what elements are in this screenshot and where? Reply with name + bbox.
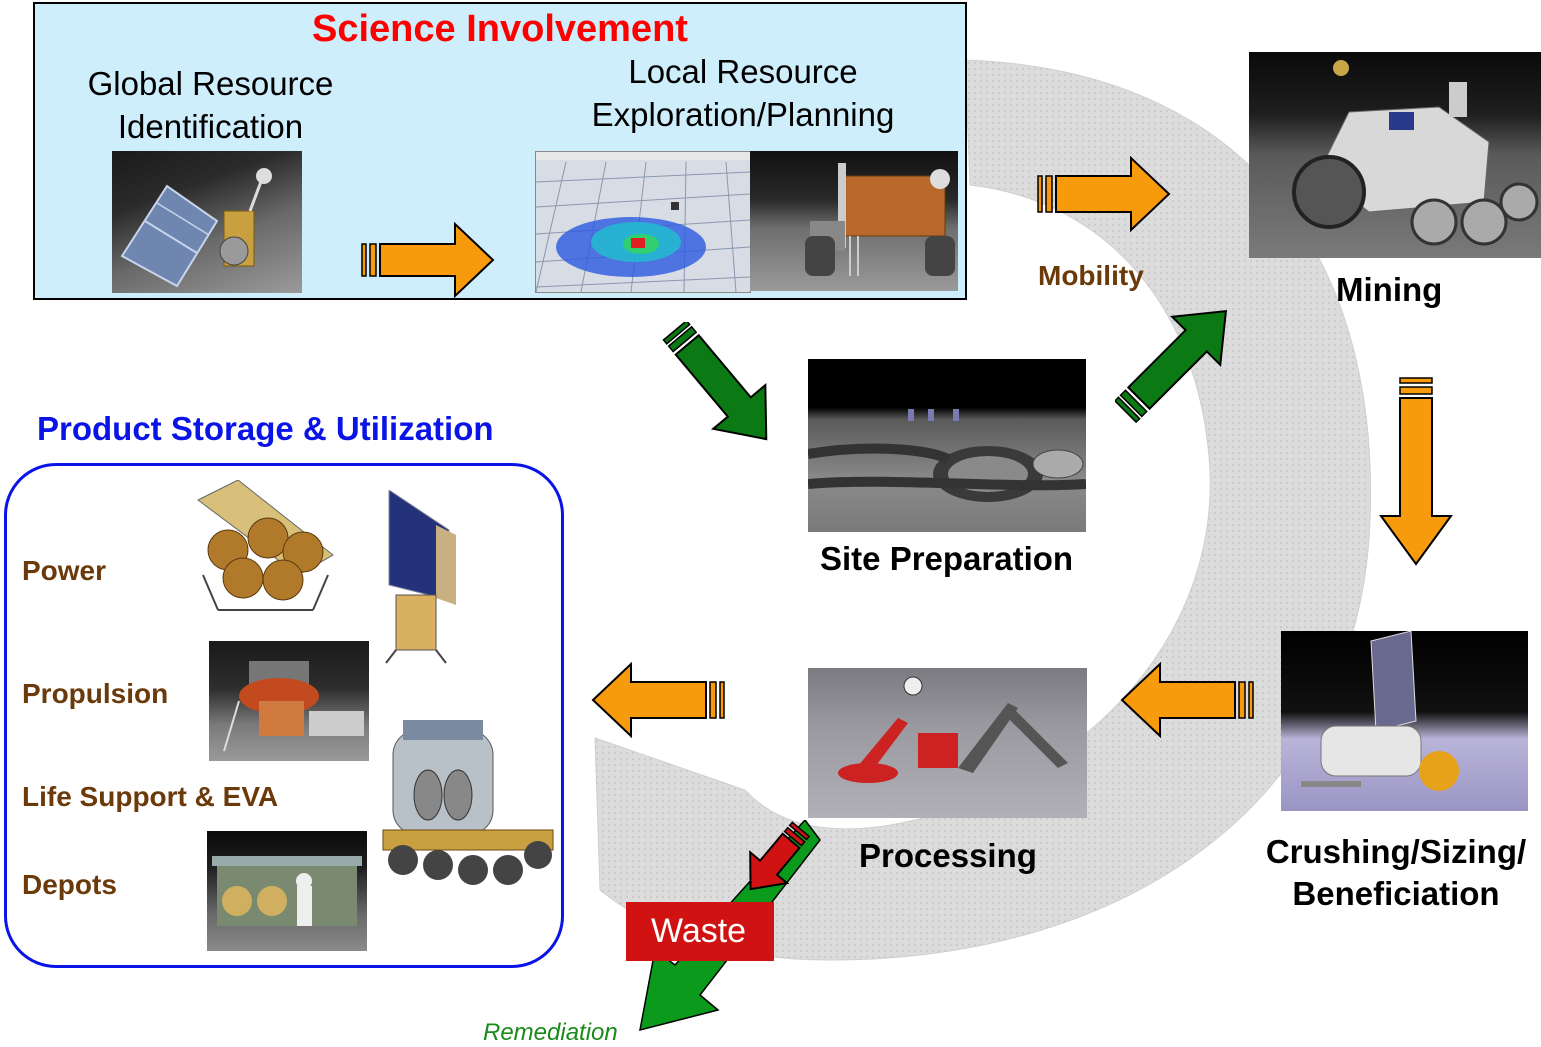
local-resource-line2: Exploration/Planning — [591, 96, 895, 133]
storage-item-life-support: Life Support & EVA — [22, 781, 279, 812]
site-preparation-label: Site Preparation — [820, 540, 1074, 577]
storage-item-depots: Depots — [22, 869, 117, 900]
resource-map-image — [535, 151, 751, 293]
mobility-orange-arrow — [1037, 156, 1171, 232]
storage-item-propulsion: Propulsion — [22, 678, 169, 709]
global-resource-line2: Identification — [117, 108, 304, 145]
storage-title: Product Storage & Utilization — [37, 410, 494, 447]
crushing-label: Crushing/Sizing/ Beneficiation — [1256, 831, 1536, 915]
processing-image — [808, 668, 1087, 818]
science-orange-arrow — [361, 222, 495, 298]
waste-red-arrow — [749, 821, 811, 891]
propulsion-image — [209, 641, 369, 761]
crushing-line2: Beneficiation — [1292, 875, 1500, 912]
orbiter-image — [112, 151, 302, 293]
site-preparation-image — [808, 359, 1086, 532]
global-resource-label: Global Resource Identification — [78, 62, 343, 148]
life-support-rover-image — [382, 720, 554, 885]
green-arrow-to-mining — [1115, 309, 1228, 424]
processing-orange-arrow — [1120, 662, 1254, 738]
local-resource-line1: Local Resource — [628, 53, 858, 90]
remediation-label: Remediation — [483, 1019, 618, 1046]
science-involvement-title: Science Involvement — [312, 8, 688, 50]
storage-orange-arrow — [591, 662, 725, 738]
crushing-line1: Crushing/Sizing/ — [1265, 833, 1527, 870]
processing-label: Processing — [859, 837, 1037, 874]
storage-item-power: Power — [22, 555, 107, 586]
power-tanks-image — [197, 480, 334, 611]
crushing-image — [1281, 631, 1528, 811]
mining-image — [1249, 52, 1541, 258]
global-resource-line1: Global Resource — [87, 65, 334, 102]
crushing-orange-arrow — [1379, 377, 1453, 566]
mobility-label: Mobility — [1038, 260, 1144, 291]
depots-image — [207, 831, 367, 951]
exploration-rover-image — [750, 151, 958, 291]
mining-label: Mining — [1336, 271, 1443, 308]
green-arrow-to-site-prep — [662, 322, 768, 441]
waste-box — [626, 902, 774, 961]
waste-label: Waste — [651, 912, 747, 950]
power-solar-image — [385, 490, 456, 664]
local-resource-label: Local Resource Exploration/Planning — [578, 50, 908, 136]
